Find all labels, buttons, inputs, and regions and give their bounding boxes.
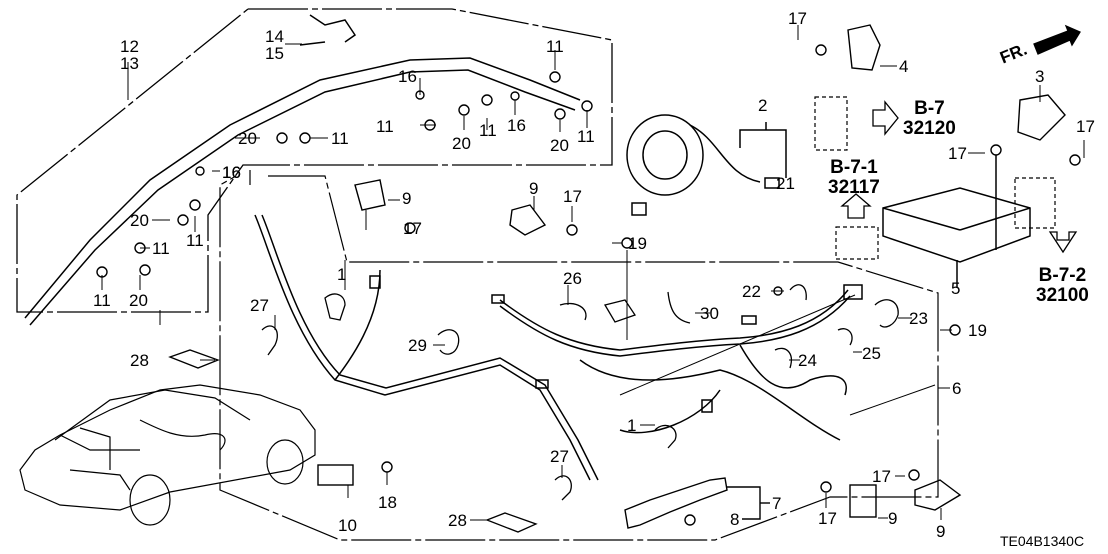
callout-label: 2	[758, 96, 768, 115]
callout-label: 9	[888, 509, 898, 528]
reference-section: B-7-2	[1038, 265, 1087, 286]
callout-label: 17	[403, 219, 422, 238]
callout-label: 28	[448, 511, 467, 530]
callout-label: 30	[700, 304, 719, 323]
curtain-airbag-frame	[16, 8, 613, 313]
callout-label: 21	[776, 174, 795, 193]
callout-label: 17	[563, 187, 582, 206]
callout-label: 16	[222, 163, 241, 182]
leader-lines-misc	[159, 25, 1085, 521]
callout-label: 9	[936, 522, 946, 541]
callout-label: 28	[130, 351, 149, 370]
reference-boxes	[814, 96, 1056, 260]
callout-label: 10	[338, 516, 357, 535]
callout-label: 4	[899, 57, 909, 76]
callout-label: 1	[627, 416, 637, 435]
callout-label: 5	[951, 279, 961, 298]
clip-parts	[261, 284, 899, 501]
callout-label: 11	[546, 37, 564, 56]
callout-label: 26	[563, 269, 582, 288]
curtain-airbag-part	[24, 14, 581, 326]
callout-label: 24	[798, 351, 817, 370]
callout-label: 11	[186, 231, 204, 250]
callout-label: 16	[507, 116, 526, 135]
callout-label: 11	[152, 239, 170, 258]
callout-label: 20	[452, 134, 471, 153]
callout-label: 25	[862, 344, 881, 363]
callout-label: 17	[948, 144, 967, 163]
reference-section: B-7-1	[830, 157, 878, 178]
reference-part-group: 32117	[828, 176, 880, 198]
callout-label: 17	[818, 509, 837, 528]
callout-label: 16	[222, 163, 241, 182]
callout-label: 15	[265, 44, 284, 63]
callout-label: 27	[550, 447, 569, 466]
reference-b7[interactable]: B-7 32120	[903, 99, 956, 139]
callout-label: 11	[479, 121, 497, 140]
callout-label: 11	[577, 127, 595, 146]
callout-label: 11	[331, 129, 349, 148]
drawing-code: TE04B1340C	[1000, 533, 1085, 549]
leader-lines-top	[101, 43, 588, 290]
callout-label: 18	[378, 493, 397, 512]
callout-label: 29	[408, 336, 427, 355]
reference-b7-2[interactable]: B-7-2 32100	[1036, 266, 1089, 306]
callout-label: 11	[93, 291, 111, 310]
reference-arrows	[840, 100, 1078, 254]
callout-label: 12	[120, 37, 139, 56]
bracket-part	[624, 477, 770, 529]
callout-label: 9	[402, 189, 412, 208]
callout-label: 13	[120, 54, 139, 73]
reference-part-group: 32120	[903, 117, 956, 139]
callout-label: 22	[742, 282, 761, 301]
front-direction-arrow	[1033, 24, 1081, 55]
callout-label: 17	[872, 467, 891, 486]
cover-pads	[168, 349, 538, 533]
callout-label: 1	[337, 265, 347, 284]
vehicle-outline	[19, 384, 316, 526]
callout-label: 20	[129, 291, 148, 310]
harness-frame	[219, 170, 939, 541]
callout-label: 11	[376, 117, 394, 136]
callout-label: 20	[130, 211, 149, 230]
callout-label: 27	[250, 296, 269, 315]
callout-label: 7	[772, 494, 782, 513]
reference-section: B-7	[914, 98, 945, 119]
srs-unit-part	[882, 155, 1031, 288]
sensor-parts	[317, 24, 1066, 518]
callout-label: 3	[1035, 67, 1045, 86]
callout-label: 23	[909, 309, 928, 328]
reference-part-group: 32100	[1036, 284, 1089, 306]
callout-label: 8	[730, 510, 740, 529]
callout-label: 6	[952, 379, 962, 398]
callout-label: 20	[238, 129, 257, 148]
callout-label: 19	[628, 234, 647, 253]
callout-label: 9	[529, 179, 539, 198]
clock-spring-part	[626, 114, 787, 216]
wire-harness-part	[254, 214, 863, 481]
callout-label: 19	[968, 321, 987, 340]
callout-label: 20	[550, 136, 569, 155]
callout-label: 16	[398, 67, 417, 86]
bolts	[96, 44, 1081, 526]
callout-label: 14	[265, 27, 284, 46]
callout-label: 17	[788, 9, 807, 28]
reference-b7-1[interactable]: B-7-1 32117	[828, 158, 880, 198]
callout-label: 17	[1076, 117, 1095, 136]
